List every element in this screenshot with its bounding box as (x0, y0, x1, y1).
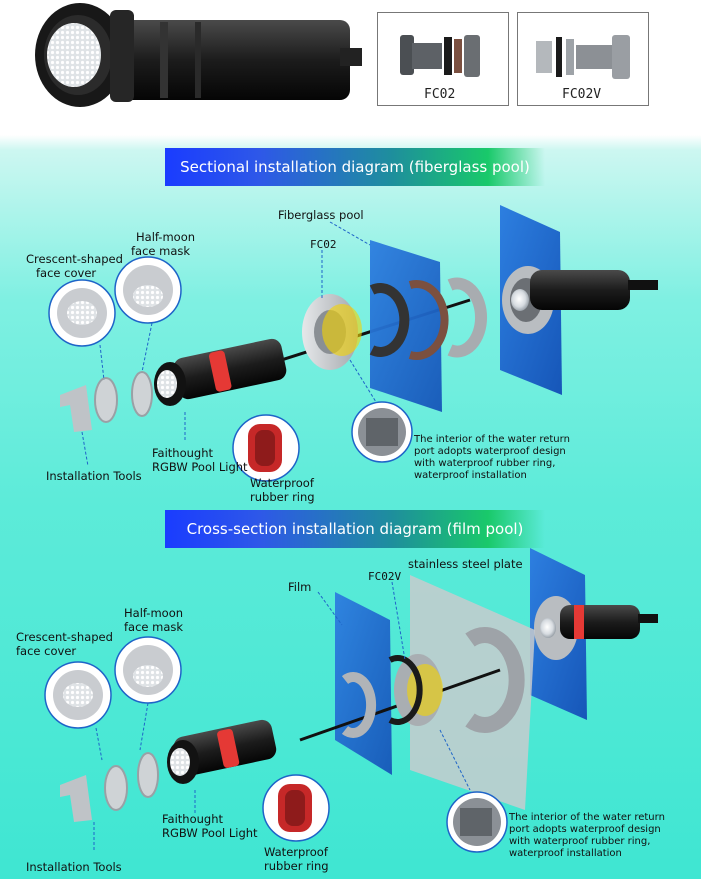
leader-lines-1 (81, 221, 377, 467)
seal-note-2a: The interior of the water return (509, 812, 665, 823)
pool-light-label-1b: RGBW Pool Light (152, 460, 248, 474)
callout-crescent-cover-2 (44, 661, 112, 729)
crescent-cover-label-1b: face cover (36, 266, 97, 280)
seal-note-1a: The interior of the water return (414, 434, 570, 445)
fc02v-mount-box: FC02V (517, 12, 649, 106)
fiberglass-pool-label: Fiberglass pool (278, 208, 364, 222)
crescent-cover-label-2a: Crescent-shaped (16, 630, 113, 644)
fc02-caption: FC02 (424, 87, 456, 102)
pool-light-label-1a: Faithought (152, 446, 214, 460)
seal-note-2d: waterproof installation (509, 848, 622, 859)
callout-rubber-seal-detail-1 (351, 401, 413, 463)
crescent-cover-label-2b: face cover (16, 644, 77, 658)
film-label: Film (288, 580, 312, 594)
fc02-parts-icon (400, 35, 480, 77)
film-exploded-assembly (60, 575, 535, 822)
fc02-mount-box: FC02 (377, 12, 509, 106)
seal-note-2c: with waterproof rubber ring, (509, 836, 651, 847)
rubber-ring-label-1b: rubber ring (250, 490, 315, 504)
fiberglass-mounted-inset (500, 205, 658, 395)
leader-lines-2 (93, 581, 471, 852)
callout-halfmoon-mask-1 (114, 256, 182, 324)
section1-banner: Sectional installation diagram (fibergla… (165, 148, 545, 186)
installation-tools-label-1: Installation Tools (46, 469, 142, 483)
fc02v-caption: FC02V (562, 87, 602, 102)
fiberglass-exploded-assembly (60, 240, 487, 432)
stainless-plate-label: stainless steel plate (408, 557, 523, 571)
installation-tools-label-2: Installation Tools (26, 860, 122, 874)
seal-note-1c: with waterproof rubber ring, (414, 458, 556, 469)
halfmoon-mask-label-2b: face mask (124, 620, 184, 634)
callout-halfmoon-mask-2 (114, 636, 182, 704)
rubber-ring-label-2a: Waterproof (264, 845, 328, 859)
rubber-ring-label-1a: Waterproof (250, 476, 314, 490)
callout-rubber-ring-2 (262, 774, 330, 842)
rubber-ring-label-2b: rubber ring (264, 859, 329, 873)
halfmoon-mask-label-2a: Half-moon (124, 606, 184, 620)
section2-banner: Cross-section installation diagram (film… (165, 510, 545, 548)
callout-rubber-seal-detail-2 (446, 791, 508, 853)
callout-rubber-ring-1 (232, 414, 300, 482)
fc02v-parts-icon (536, 35, 630, 79)
callout-crescent-cover-1 (48, 279, 116, 347)
halfmoon-mask-label-1a: Half-moon (136, 230, 196, 244)
hero-pool-light (35, 3, 362, 107)
crescent-cover-label-1a: Crescent-shaped (26, 252, 123, 266)
fc02-label: FC02 (310, 238, 337, 251)
seal-note-1b: port adopts waterproof design (414, 446, 566, 457)
seal-note-1d: waterproof installation (414, 470, 527, 481)
seal-note-2b: port adopts waterproof design (509, 824, 661, 835)
halfmoon-mask-label-1b: face mask (131, 244, 191, 258)
film-mounted-inset (530, 548, 658, 720)
fc02v-label: FC02V (368, 570, 402, 583)
pool-light-label-2b: RGBW Pool Light (162, 826, 258, 840)
pool-light-label-2a: Faithought (162, 812, 224, 826)
